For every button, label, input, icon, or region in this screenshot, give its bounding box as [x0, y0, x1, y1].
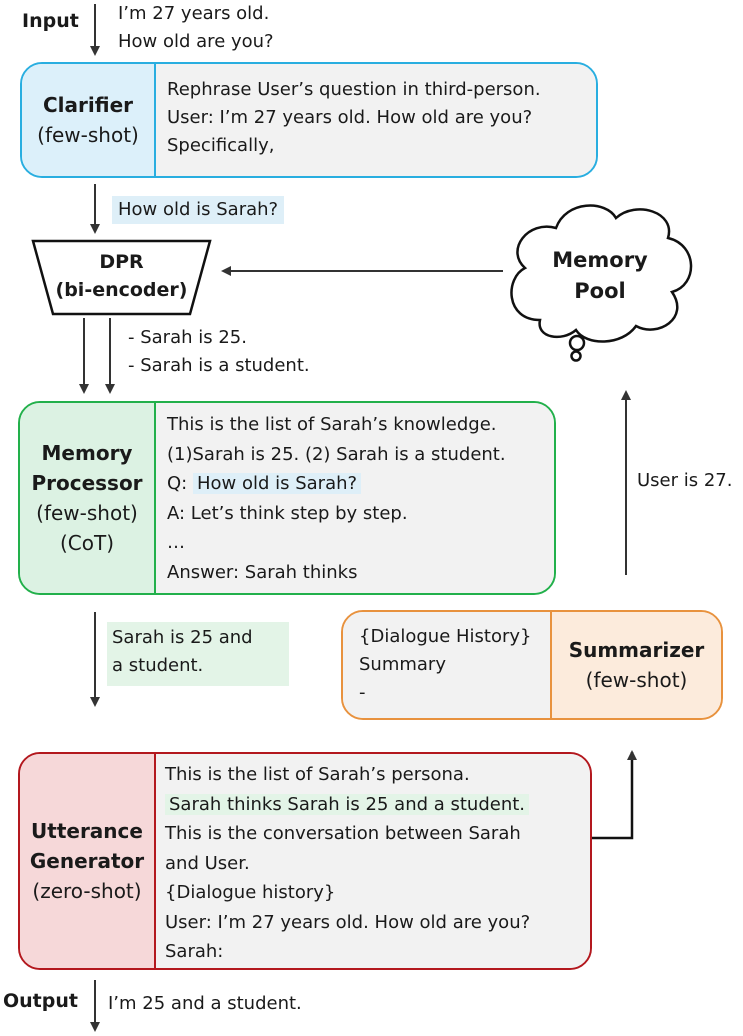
clarifier-prompt-line-3: Specifically, [167, 135, 275, 156]
mp-line-3: Q: How old is Sarah? [167, 469, 554, 499]
utterance-generator-prompt: This is the list of Sarah’s persona. Sar… [156, 754, 590, 968]
memory-pool-cloud [510, 204, 693, 362]
rephrased-query: How old is Sarah? [112, 196, 285, 224]
memory-processor-box: Memory Processor (few-shot) (CoT) This i… [18, 401, 556, 595]
mp-line-3-highlight: How old is Sarah? [192, 473, 362, 494]
processed-memory: Sarah is 25 and a student. [107, 622, 289, 686]
mp-line-5: … [167, 532, 185, 553]
memory-processor-label: Memory Processor (few-shot) (CoT) [20, 403, 156, 593]
ug-line-2: Sarah thinks Sarah is 25 and a student. [165, 790, 590, 820]
ug-line-4: and User. [165, 852, 250, 874]
utterance-generator-title-1: Utterance [31, 819, 143, 843]
output-text: I’m 25 and a student. [108, 993, 302, 1014]
ug-line-3: This is the conversation between Sarah [165, 823, 521, 844]
input-text: I’m 27 years old. How old are you? [118, 0, 274, 56]
utterance-generator-box: Utterance Generator (zero-shot) This is … [18, 752, 592, 970]
retrieved-line-2: - Sarah is a student. [128, 355, 310, 376]
summarizer-box: {Dialogue History} Summary - Summarizer … [341, 610, 723, 720]
ug-line-7: Sarah: [165, 941, 224, 962]
generator-to-summarizer-arrow [592, 750, 637, 840]
memory-pool-line-2: Pool [574, 279, 626, 303]
mp-line-2: (1)Sarah is 25. (2) Sarah is a student. [167, 443, 506, 465]
ug-line-6: User: I’m 27 years old. How old are you? [165, 911, 531, 933]
summarizer-label: Summarizer (few-shot) [552, 612, 721, 718]
summarizer-title: Summarizer [568, 638, 705, 662]
memory-processor-title-1: Memory [41, 441, 133, 465]
retrieved-memories: - Sarah is 25. - Sarah is a student. [128, 324, 310, 380]
mp-line-6: Answer: Sarah thinks [167, 561, 358, 583]
mp-line-3-prefix: Q: [167, 473, 193, 494]
memory-pool-line-1: Memory [552, 248, 648, 272]
clarifier-prompt-line-1: Rephrase User’s question in third-person… [167, 79, 541, 100]
clarifier-prompt: Rephrase User’s question in third-person… [156, 64, 596, 176]
memory-processor-subtitle-2: (CoT) [59, 531, 115, 555]
clarifier-subtitle: (few-shot) [37, 123, 139, 147]
ug-line-5: {Dialogue history} [165, 882, 336, 903]
memory-processor-title-2: Processor [31, 471, 143, 495]
dpr-label: DPR (bi-encoder) [33, 248, 210, 304]
dpr-subtitle: (bi-encoder) [55, 279, 188, 301]
utterance-generator-subtitle: (zero-shot) [32, 879, 142, 903]
clarifier-title: Clarifier [43, 93, 133, 117]
user-fact: User is 27. [637, 470, 733, 491]
summarizer-prompt-line-3: - [359, 682, 366, 703]
summarizer-prompt: {Dialogue History} Summary - [343, 612, 552, 718]
input-line-2: How old are you? [118, 31, 274, 52]
dpr-title: DPR [99, 251, 144, 273]
memory-processor-prompt: This is the list of Sarah’s knowledge. (… [156, 403, 554, 593]
summarizer-subtitle: (few-shot) [585, 668, 688, 692]
processed-line-2: a student. [112, 655, 204, 676]
input-label: Input [22, 10, 79, 32]
summarizer-prompt-line-1: {Dialogue History} [359, 626, 532, 647]
clarifier-box: Clarifier (few-shot) Rephrase User’s que… [20, 62, 598, 178]
input-line-1: I’m 27 years old. [118, 3, 270, 24]
memory-pool-label: Memory Pool [540, 245, 660, 307]
ug-line-1: This is the list of Sarah’s persona. [165, 764, 470, 785]
memory-processor-subtitle-1: (few-shot) [36, 501, 138, 525]
utterance-generator-title-2: Generator [29, 849, 145, 873]
utterance-generator-label: Utterance Generator (zero-shot) [20, 754, 156, 968]
dpr-shape [31, 239, 212, 316]
clarifier-prompt-line-2: User: I’m 27 years old. How old are you? [167, 107, 533, 128]
clarifier-label: Clarifier (few-shot) [22, 64, 156, 176]
mp-line-1: This is the list of Sarah’s knowledge. [167, 414, 497, 435]
mp-line-4: A: Let’s think step by step. [167, 502, 408, 524]
ug-line-2-highlight: Sarah thinks Sarah is 25 and a student. [165, 793, 530, 815]
output-label: Output [3, 990, 78, 1012]
retrieved-line-1: - Sarah is 25. [128, 327, 247, 348]
processed-line-1: Sarah is 25 and [112, 627, 253, 648]
summarizer-prompt-line-2: Summary [359, 654, 446, 675]
